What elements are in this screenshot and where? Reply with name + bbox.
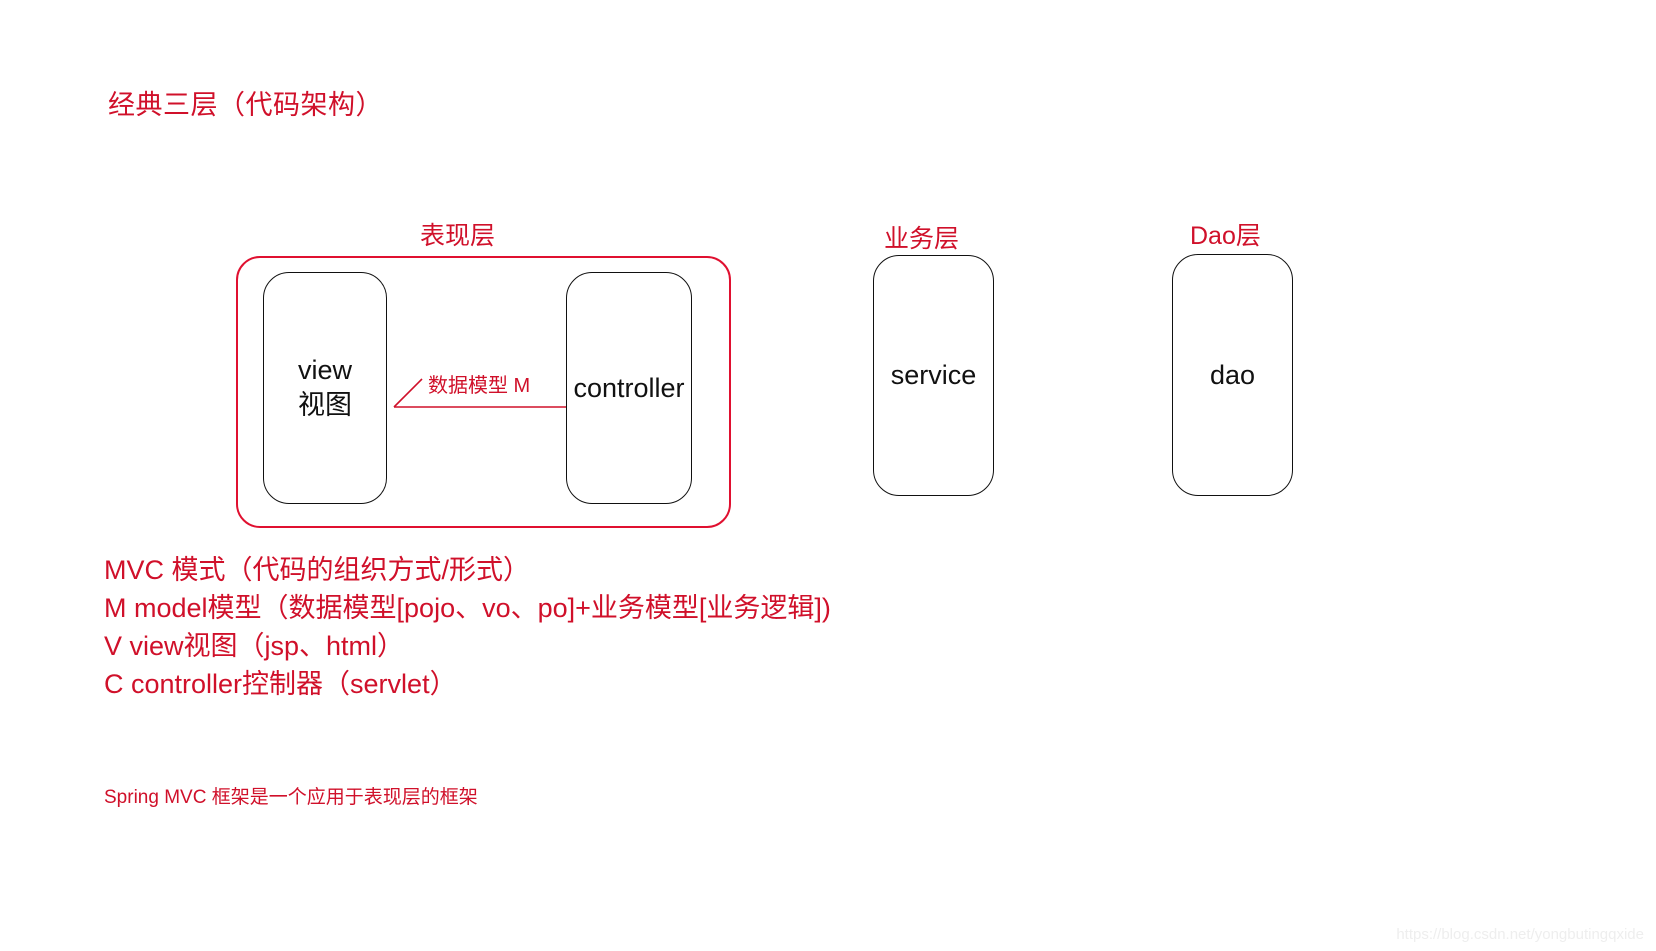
mvc-note-line-4: C controller控制器（servlet） [104, 669, 457, 699]
component-label-service: service [890, 360, 977, 391]
layer-caption-presentation: 表现层 [420, 222, 496, 250]
presentation-layer-group-box [236, 256, 731, 528]
footer-note: Spring MVC 框架是一个应用于表现层的框架 [104, 787, 478, 808]
mvc-notes-block: MVC 模式（代码的组织方式/形式） M model模型（数据模型[pojo、v… [104, 551, 831, 703]
component-label-dao: dao [1209, 359, 1256, 390]
page-title: 经典三层（代码架构） [108, 90, 383, 120]
component-box-dao[interactable]: dao [1172, 254, 1293, 496]
arrow-label-data-model: 数据模型 M [428, 375, 531, 397]
layer-caption-business: 业务层 [884, 225, 960, 253]
mvc-note-line-1: MVC 模式（代码的组织方式/形式） [104, 555, 531, 585]
component-box-service[interactable]: service [873, 255, 994, 496]
watermark: https://blog.csdn.net/yongbutingqxide [1396, 926, 1644, 943]
component-label-view: view 视图 [297, 355, 352, 420]
data-model-arrow-icon [393, 378, 566, 408]
component-box-view[interactable]: view 视图 [263, 272, 387, 504]
mvc-note-line-3: V view视图（jsp、html） [104, 631, 405, 661]
component-box-controller[interactable]: controller [566, 272, 692, 504]
layer-caption-dao: Dao层 [1190, 222, 1261, 250]
mvc-note-line-2: M model模型（数据模型[pojo、vo、po]+业务模型[业务逻辑]) [104, 593, 831, 623]
component-label-controller: controller [573, 372, 685, 403]
